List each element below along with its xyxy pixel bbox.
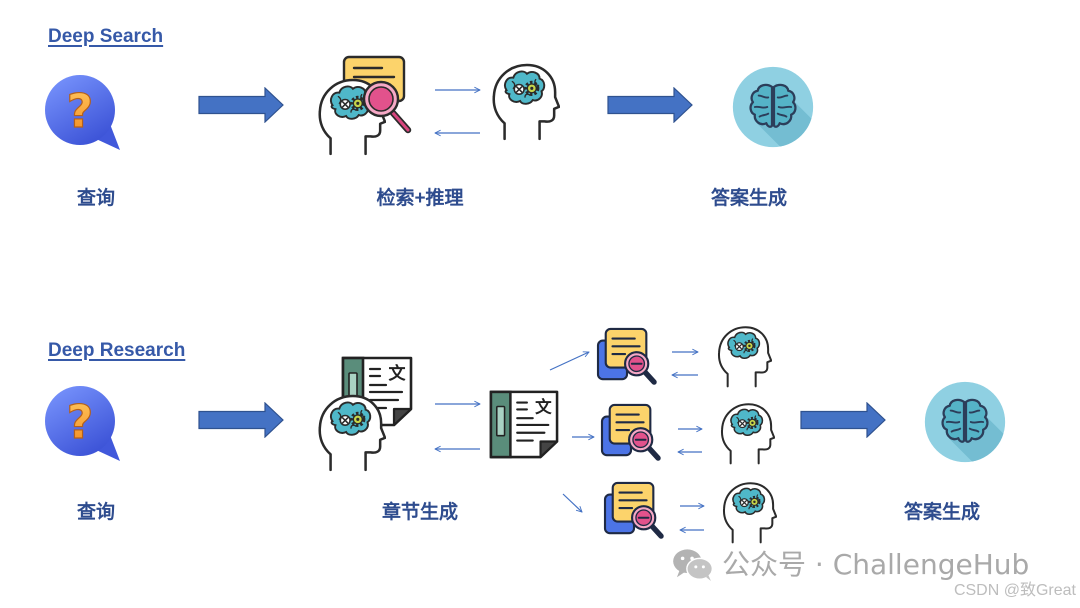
question-mark-glyph: ? [67,395,94,449]
question-mark-glyph: ? [67,84,94,138]
question-bubble-icon: ? [45,75,120,150]
deep-research-section: Deep Research ? 文 文 [0,300,1080,608]
outline-and-reasoning-icon: 文 [314,353,414,475]
document-character-glyph: 文 [389,363,407,384]
step-label-search-reasoning: 检索+推理 [376,188,464,209]
document-character-glyph: 文 [535,396,552,416]
outline-document-icon: 文 [489,390,559,459]
step-label-query: 查询 [76,188,115,209]
question-bubble-icon: ? [45,386,120,461]
deep-research-flow-arrows [0,300,1080,608]
csdn-watermark: CSDN @致Great [953,582,1076,599]
deep-search-flow-arrows [0,0,1080,300]
wechat-logo-icon [673,549,714,582]
step-label-answer: 答案生成 [903,502,980,523]
wechat-watermark: 公众号 · ChallengeHub [722,548,1030,581]
outline-document-icon: 文 [341,356,413,427]
step-label-query: 查询 [76,502,115,523]
step-label-chapter-generation: 章节生成 [381,502,458,523]
step-label-answer: 答案生成 [710,188,787,209]
deep-research-title: Deep Research [48,340,186,361]
deep-search-title: Deep Search [48,26,164,47]
branch-arrow-down [562,493,582,512]
branch-arrow-up [549,352,589,371]
deep-search-section: Deep Search ? 查询 检索+推理 答案生成 [0,0,1080,300]
